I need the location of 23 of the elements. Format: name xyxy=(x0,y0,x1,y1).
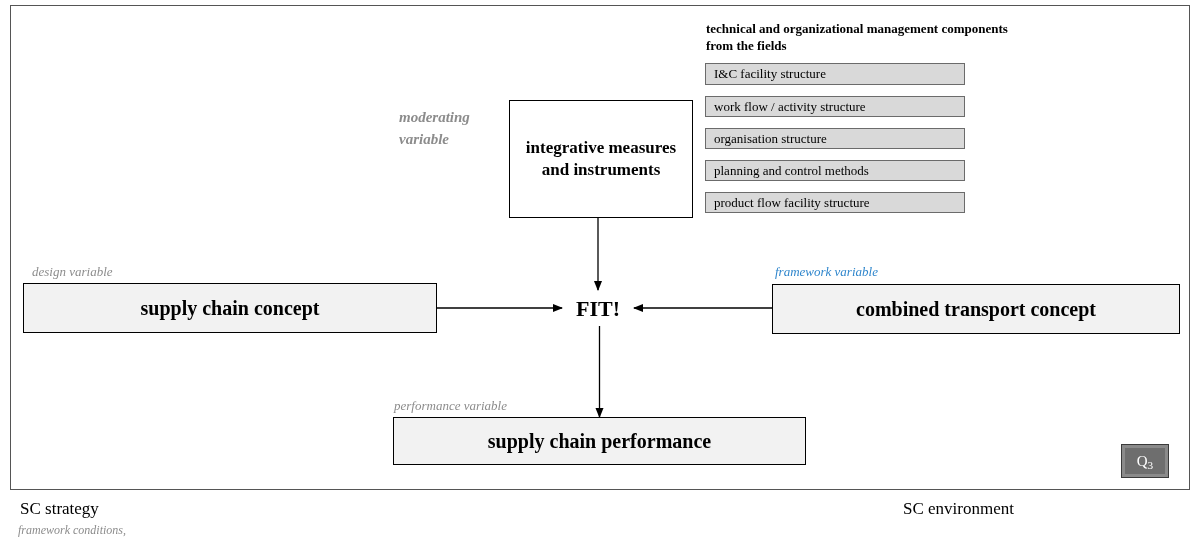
component-box: planning and control methods xyxy=(705,160,965,181)
variable-label: framework variable xyxy=(775,263,879,281)
arrow xyxy=(436,303,564,313)
region-label: SC strategy xyxy=(20,498,100,520)
component-box: I&C facility structure xyxy=(705,63,965,85)
arrow xyxy=(593,217,603,292)
concept-box: supply chain concept xyxy=(23,283,437,333)
note: framework conditions, xyxy=(18,522,127,537)
variable-label: performance variable xyxy=(394,397,508,415)
component-box: work flow / activity structure xyxy=(705,96,965,117)
component-box: organisation structure xyxy=(705,128,965,149)
concept-box: combined transport concept xyxy=(772,284,1180,334)
variable-label: design variable xyxy=(32,263,114,281)
arrow xyxy=(595,325,604,419)
concept-box: supply chain performance xyxy=(393,417,806,465)
region-label: SC environment xyxy=(903,498,1015,520)
tag-box: Q$_{3}$ xyxy=(1121,444,1169,478)
result-text: FIT! xyxy=(562,290,634,326)
arrow xyxy=(632,303,773,313)
process-box: integrative measures and instruments xyxy=(509,100,693,218)
variable-label: moderating variable xyxy=(399,108,471,149)
group-heading: technical and organizational management components from the fields xyxy=(706,20,1009,54)
component-box: product flow facility structure xyxy=(705,192,965,213)
